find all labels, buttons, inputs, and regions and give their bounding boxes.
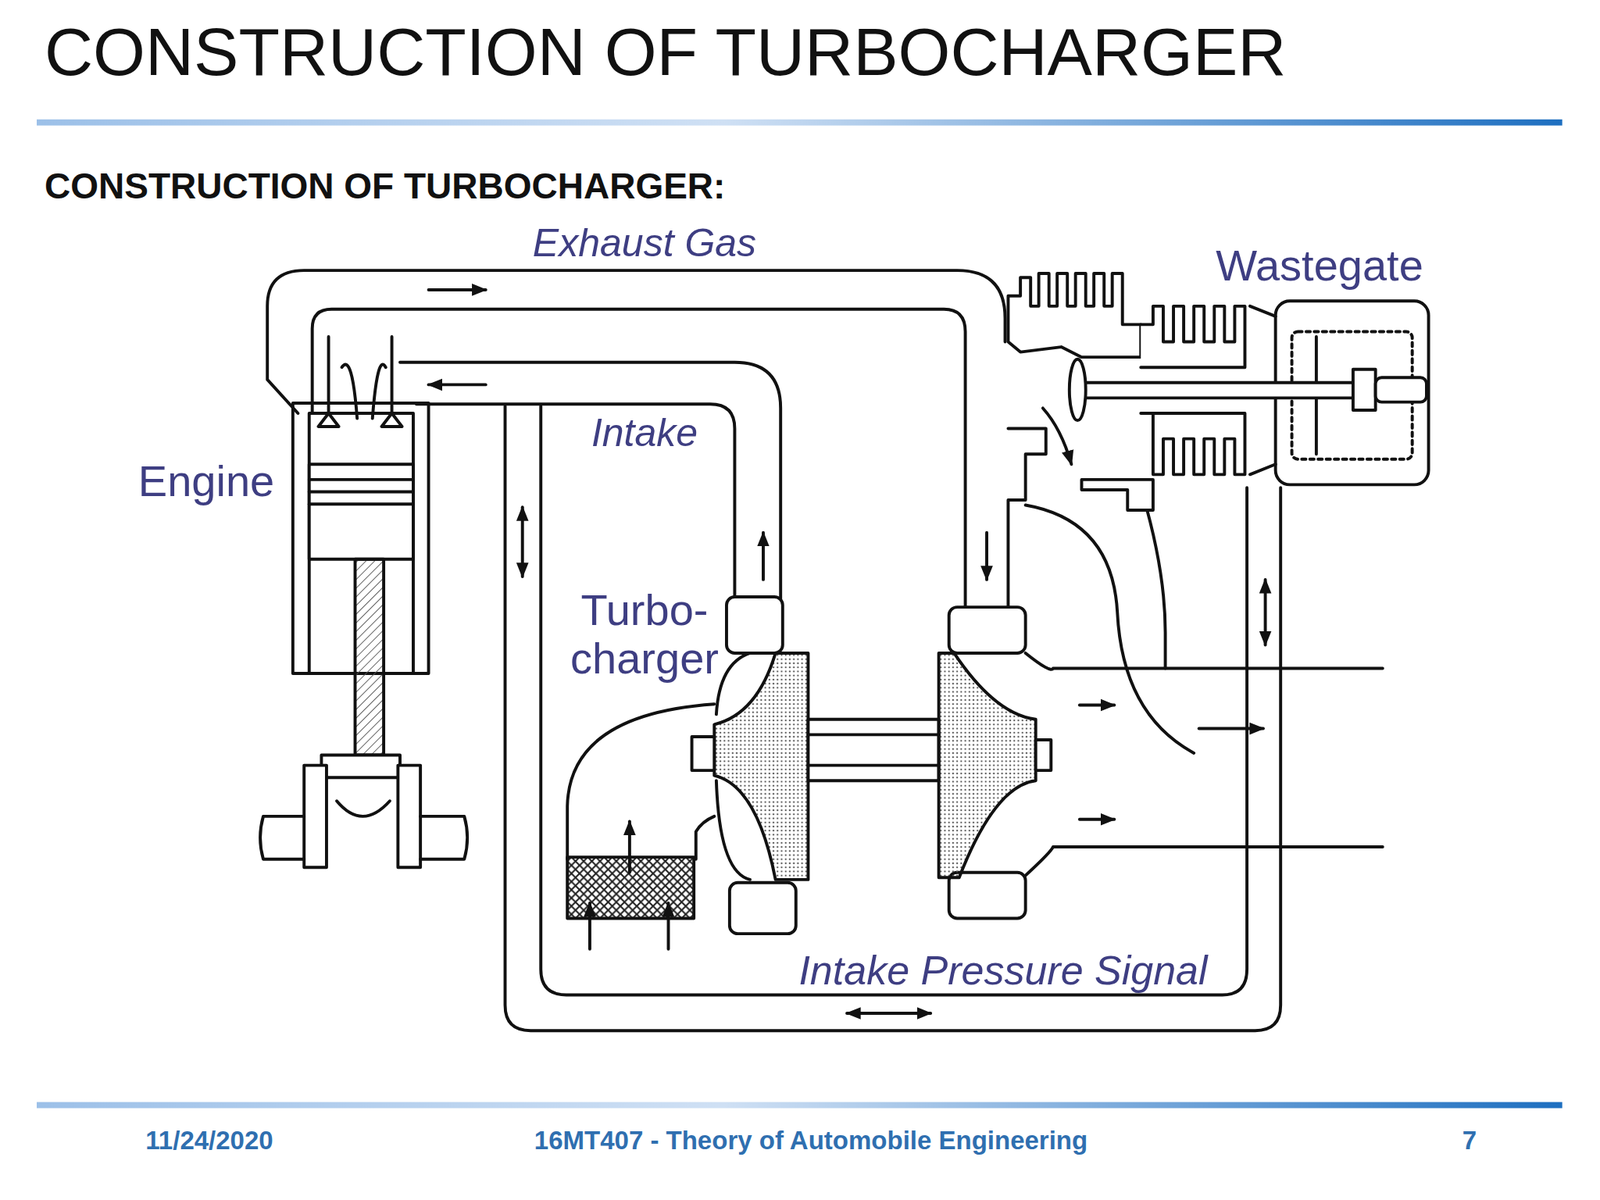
footer-rule — [36, 1102, 1563, 1109]
flow-arrow — [1079, 817, 1115, 822]
slide-title: CONSTRUCTION OF TURBOCHARGER — [44, 14, 1286, 90]
wheel-nut — [692, 736, 715, 771]
exhaust-outlet — [1025, 653, 1383, 670]
flow-label: Exhaust Gas — [532, 221, 757, 265]
crankshaft — [260, 816, 304, 860]
turbine-wheel — [939, 653, 1036, 878]
actuator-nut — [1353, 369, 1376, 411]
flow-label: Intake — [591, 411, 698, 455]
flow-arrow — [667, 903, 671, 950]
piston-ring — [309, 490, 414, 494]
footer-course: 16MT407 - Theory of Automobile Engineeri… — [534, 1126, 1088, 1155]
intake-valve — [318, 336, 340, 427]
flow-arrow — [1079, 703, 1115, 708]
compressor-shroud — [716, 653, 750, 880]
turbine-hub — [1035, 739, 1052, 771]
bypass-channel — [1025, 505, 1195, 754]
connecting-rod — [355, 559, 385, 756]
exhaust-pipe — [267, 270, 1005, 414]
crank-pin — [336, 800, 390, 817]
turbine-inlet-flange — [949, 607, 1026, 654]
wastegate-seat — [1081, 479, 1153, 511]
compressor-wheel — [714, 653, 808, 880]
exhaust-outlet — [1025, 846, 1383, 876]
flow-arrow — [588, 903, 592, 950]
compressor-outlet — [726, 596, 783, 654]
big-end — [321, 755, 400, 779]
flow-arrow — [428, 288, 486, 292]
flow-arrow — [521, 507, 525, 577]
bypass-flow-arrow — [1042, 407, 1072, 465]
intake-pipe — [400, 362, 781, 600]
wastegate-bellows — [1140, 306, 1245, 368]
exhaust-valve — [381, 336, 402, 427]
compressor-inlet — [696, 816, 715, 860]
page-number: 7 — [1462, 1126, 1477, 1155]
wastegate-bellows — [1140, 413, 1245, 475]
crankshaft — [420, 816, 468, 860]
flow-label: Intake Pressure Signal — [798, 948, 1208, 993]
section-heading: CONSTRUCTION OF TURBOCHARGER: — [44, 166, 725, 207]
part-label: Engine — [138, 457, 275, 506]
cylinder-head-port — [342, 364, 386, 419]
flow-arrow — [628, 821, 632, 872]
piston-ring — [309, 502, 414, 506]
flow-arrow — [1264, 579, 1268, 646]
wastegate-valve — [1069, 359, 1086, 421]
footer-date: 11/24/2020 — [145, 1126, 273, 1155]
valve-stem — [1083, 382, 1360, 399]
part-label: Turbo- charger — [550, 585, 739, 683]
compressor-volute — [729, 882, 797, 934]
piston — [309, 464, 414, 559]
shaft-line — [807, 764, 939, 768]
compressor-inlet — [567, 703, 715, 860]
flow-arrow — [985, 532, 989, 580]
flow-arrow — [761, 532, 765, 580]
bypass-channel — [1142, 494, 1166, 668]
signal-pipe — [505, 406, 1282, 1031]
turbine-inlet — [1007, 428, 1046, 608]
signal-pipe — [540, 406, 1247, 996]
title-rule — [36, 119, 1563, 126]
wastegate-housing — [1007, 273, 1141, 358]
crank-web — [397, 765, 421, 868]
turbine-volute — [949, 872, 1026, 919]
flow-arrow — [846, 1011, 931, 1015]
crank-web — [303, 765, 327, 868]
shaft-line — [807, 732, 939, 736]
flow-arrow — [1199, 727, 1264, 731]
turbo-shaft — [807, 719, 939, 781]
actuator-nut — [1375, 377, 1427, 402]
part-label: Wastegate — [1215, 241, 1424, 290]
flow-arrow — [428, 382, 486, 386]
intake-pipe — [416, 403, 736, 600]
piston-ring — [309, 478, 414, 482]
